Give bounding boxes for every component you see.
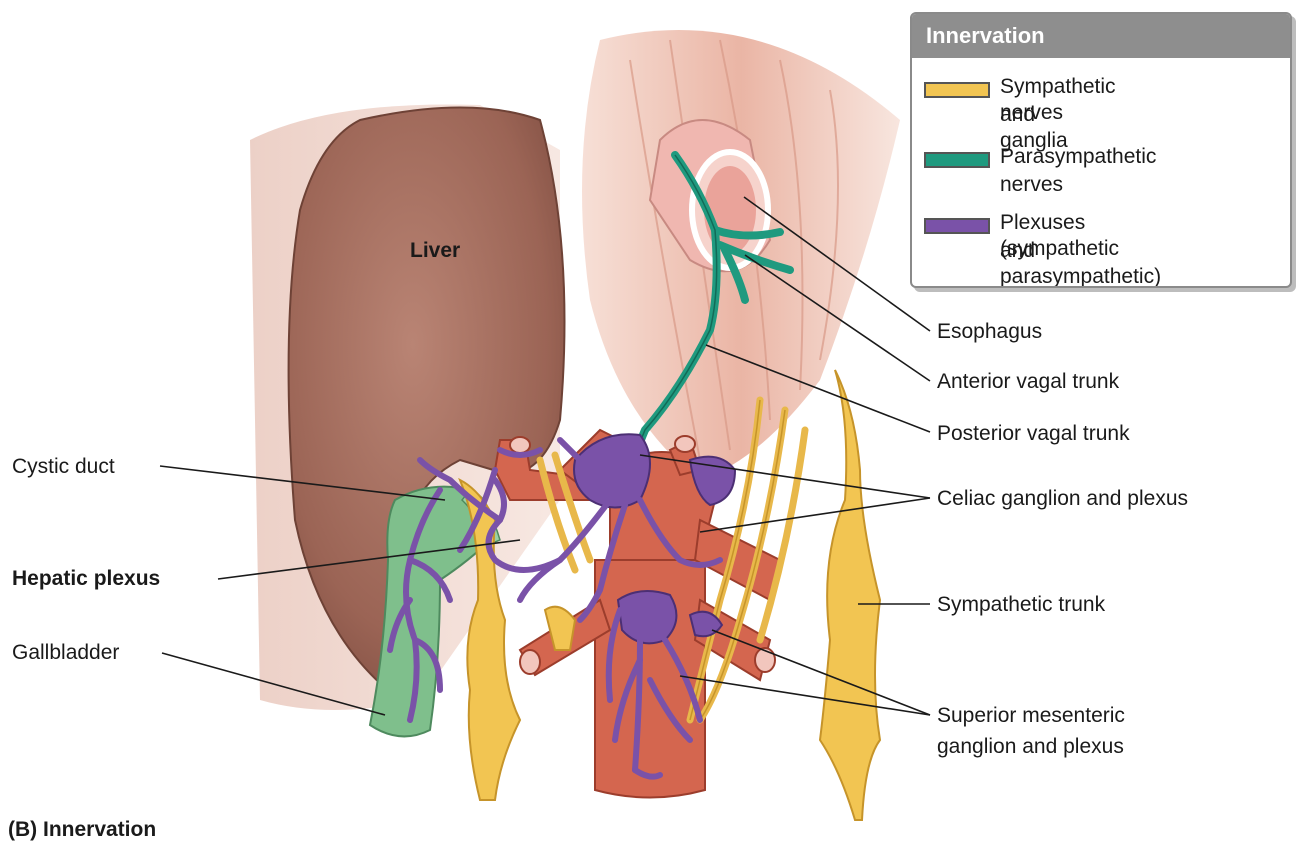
figure-caption: (B) Innervation [8,817,156,843]
legend: Innervation Sympathetic nerves and gangl… [910,12,1292,288]
esophagus-label: Esophagus [937,319,1042,345]
posterior-vagal-trunk-label: Posterior vagal trunk [937,421,1130,447]
liver-label: Liver [410,238,460,264]
superior-mesenteric-label-line1: Superior mesenteric [937,703,1125,729]
legend-title: Innervation [912,14,1290,58]
hepatic-plexus-label: Hepatic plexus [12,566,160,592]
celiac-ganglion-label: Celiac ganglion and plexus [937,486,1188,512]
superior-mesenteric-ganglion [618,591,722,643]
superior-mesenteric-label-line2: ganglion and plexus [937,734,1124,760]
cystic-duct-label: Cystic duct [12,454,115,480]
legend-item-line2: and parasympathetic) [1000,238,1161,288]
parasympathetic-swatch [924,152,990,168]
sympathetic-swatch [924,82,990,98]
legend-item-line1: Parasympathetic [1000,144,1156,170]
sympathetic-trunk-label: Sympathetic trunk [937,592,1105,618]
legend-item-line2: nerves [1000,172,1063,198]
anterior-vagal-trunk-label: Anterior vagal trunk [937,369,1119,395]
plexus-swatch [924,218,990,234]
gallbladder-label: Gallbladder [12,640,119,666]
